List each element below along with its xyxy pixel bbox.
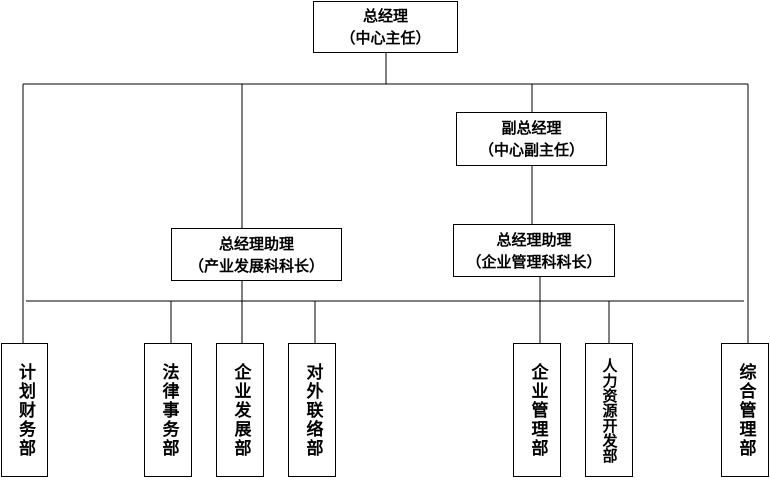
dept-enterprise-management: 企业管理部 (513, 343, 561, 477)
dept-general-management: 综合管理部 (721, 343, 769, 477)
dept-hr-development: 人力资源开发部 (585, 343, 633, 477)
dept-label: 人力资源开发部 (600, 357, 619, 463)
node-general-manager: 总经理 （中心主任） (313, 1, 458, 53)
node-subtitle: （产业发展科科长） (188, 256, 324, 275)
dept-label: 计划财务部 (15, 362, 35, 458)
dept-label: 综合管理部 (735, 362, 756, 458)
dept-enterprise-development: 企业发展部 (216, 343, 264, 477)
node-deputy-general-manager: 副总经理 （中心副主任） (456, 112, 607, 166)
node-assistant-industry: 总经理助理 （产业发展科科长） (171, 228, 342, 281)
dept-label: 法律事务部 (158, 362, 179, 458)
node-assistant-management: 总经理助理 （企业管理科科长） (453, 224, 615, 277)
node-subtitle: （企业管理科科长） (466, 252, 602, 271)
node-title: 总经理 (362, 7, 408, 25)
dept-label: 对外联络部 (302, 362, 323, 458)
dept-legal-affairs: 法律事务部 (144, 343, 192, 477)
dept-external-liaison: 对外联络部 (288, 343, 336, 477)
dept-planning-finance: 计划财务部 (1, 343, 48, 477)
node-subtitle: （中心副主任） (478, 141, 584, 159)
node-title: 副总经理 (501, 119, 562, 137)
dept-label: 企业发展部 (230, 362, 251, 458)
node-subtitle: （中心主任） (340, 29, 431, 47)
node-title: 总经理助理 (218, 234, 294, 253)
dept-label: 企业管理部 (527, 362, 548, 458)
node-title: 总经理助理 (496, 230, 572, 249)
